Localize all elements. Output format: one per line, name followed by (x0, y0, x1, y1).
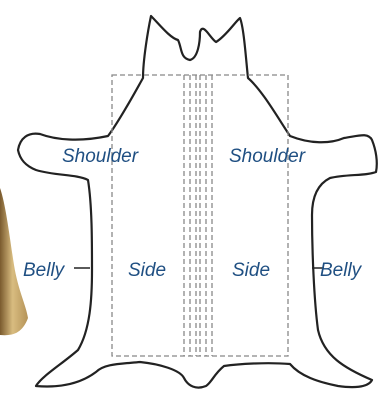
label-shoulder-right: Shoulder (229, 147, 305, 166)
label-side-right: Side (232, 261, 270, 280)
hide-outline (18, 16, 377, 388)
label-side-left: Side (128, 261, 166, 280)
label-belly-right: Belly (320, 261, 361, 280)
label-belly-left: Belly (23, 261, 64, 280)
label-shoulder-left: Shoulder (62, 147, 138, 166)
dashed-cut-lines (112, 75, 288, 356)
